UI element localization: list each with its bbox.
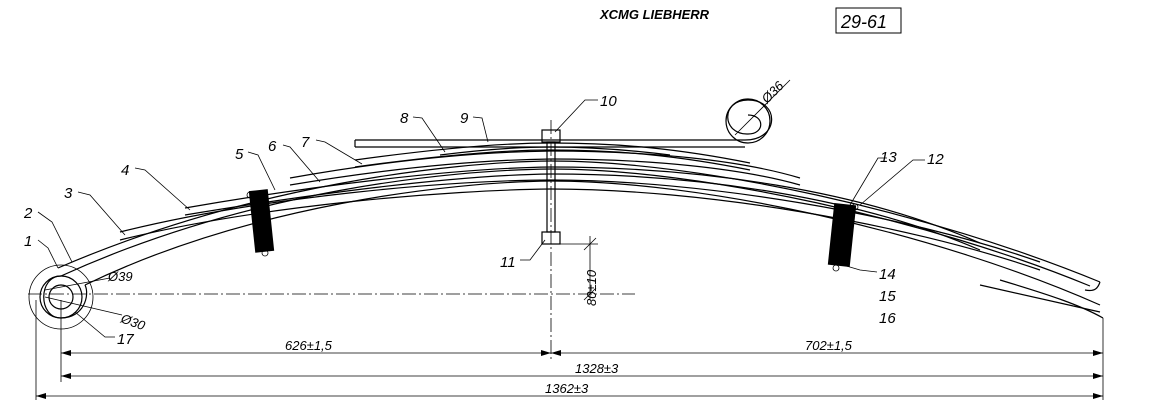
callout-13: 13 (880, 149, 897, 166)
callout-6: 6 (268, 138, 277, 155)
clamp-right (827, 203, 859, 272)
dim-total-inner: 1328±3 (575, 361, 619, 376)
drawing-title: XCMG LIEBHERR (599, 7, 710, 22)
leaf-end-hook (1084, 281, 1101, 292)
dim-total-outer: 1362±3 (545, 381, 589, 396)
dim-d39: Ø39 (107, 269, 133, 284)
callout-2: 2 (23, 205, 33, 222)
dim-camber: 80±10 (584, 269, 599, 306)
drawing-code: 29-61 (840, 12, 887, 32)
callout-12: 12 (927, 151, 944, 168)
callout-9: 9 (460, 110, 469, 127)
callout-8: 8 (400, 110, 409, 127)
center-bolt (541, 129, 561, 245)
leaf-3 (119, 188, 1041, 271)
rear-tail (999, 279, 1104, 319)
leaf-7 (354, 149, 751, 171)
rebound-leaf (354, 98, 773, 148)
callout-16: 16 (879, 310, 896, 327)
callout-3: 3 (64, 185, 73, 202)
leaf-6 (289, 158, 801, 186)
callout-7: 7 (301, 134, 310, 151)
code-frame (835, 7, 902, 34)
d36-leader (734, 79, 791, 136)
callout-14: 14 (879, 266, 896, 283)
leaf-1-upper (57, 160, 1101, 283)
callout-5: 5 (235, 146, 244, 163)
dim-d36: Ø36 (758, 78, 787, 107)
leaf-pack (57, 142, 1101, 306)
leader-lines (37, 99, 925, 338)
dim-left-length: 626±1,5 (285, 338, 333, 353)
leaf-1-top (60, 168, 1091, 287)
callout-1: 1 (24, 233, 32, 250)
clamp-left (246, 189, 275, 257)
length-dimensions (35, 300, 1104, 400)
callout-11: 11 (500, 254, 516, 271)
callout-10: 10 (600, 93, 617, 110)
d39-leader (44, 277, 111, 291)
leaf-4 (184, 173, 981, 251)
dim-right-length: 702±1,5 (805, 338, 853, 353)
callout-17: 17 (117, 331, 134, 348)
callout-15: 15 (879, 288, 896, 305)
d30-leader (44, 296, 123, 316)
callout-4: 4 (121, 162, 129, 179)
